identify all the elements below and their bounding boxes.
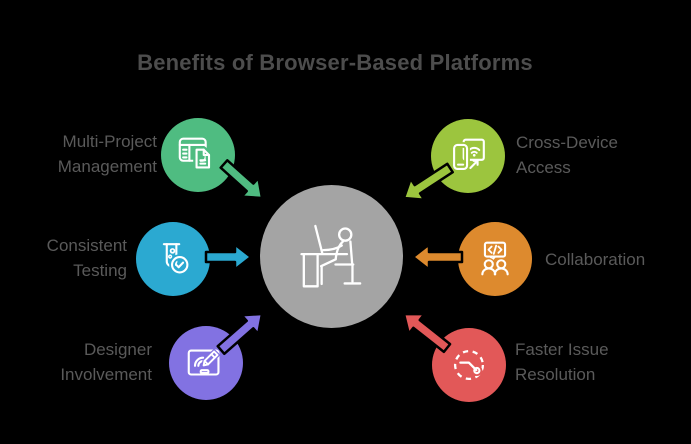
label-collaboration: Collaboration bbox=[545, 250, 646, 269]
benefit-circle-multi-project-management bbox=[161, 118, 235, 192]
label-faster-issue-resolution: Faster Issue Resolution bbox=[515, 340, 609, 384]
arrow-collaboration bbox=[411, 243, 464, 271]
benefit-circle-designer-involvement bbox=[169, 326, 243, 400]
table-document-icon bbox=[178, 137, 213, 171]
benefit-circle-cross-device-access bbox=[431, 119, 505, 193]
arrow-multi-project-management bbox=[219, 159, 264, 200]
label-multi-project-management: Multi-Project Management bbox=[57, 132, 157, 176]
code-chat-people-icon bbox=[479, 241, 511, 276]
center-hub-circle bbox=[260, 185, 403, 328]
tablet-pencil-icon bbox=[187, 349, 220, 376]
benefit-circle-collaboration bbox=[458, 222, 532, 296]
phone-wifi-icon bbox=[451, 138, 485, 172]
test-tube-check-icon bbox=[162, 243, 191, 276]
page-title: Benefits of Browser-Based Platforms bbox=[137, 50, 533, 75]
arrow-designer-involvement bbox=[216, 312, 264, 356]
label-cross-device-access: Cross-Device Access bbox=[516, 133, 619, 177]
dashed-target-route-icon bbox=[453, 349, 485, 381]
arrow-consistent-testing bbox=[204, 243, 253, 271]
arrow-faster-issue-resolution bbox=[402, 312, 452, 354]
person-at-desk-icon bbox=[299, 224, 361, 287]
arrow-cross-device-access bbox=[402, 162, 454, 201]
label-designer-involvement: Designer Involvement bbox=[60, 340, 152, 384]
benefit-circle-consistent-testing bbox=[136, 222, 210, 296]
label-consistent-testing: Consistent Testing bbox=[46, 236, 127, 280]
